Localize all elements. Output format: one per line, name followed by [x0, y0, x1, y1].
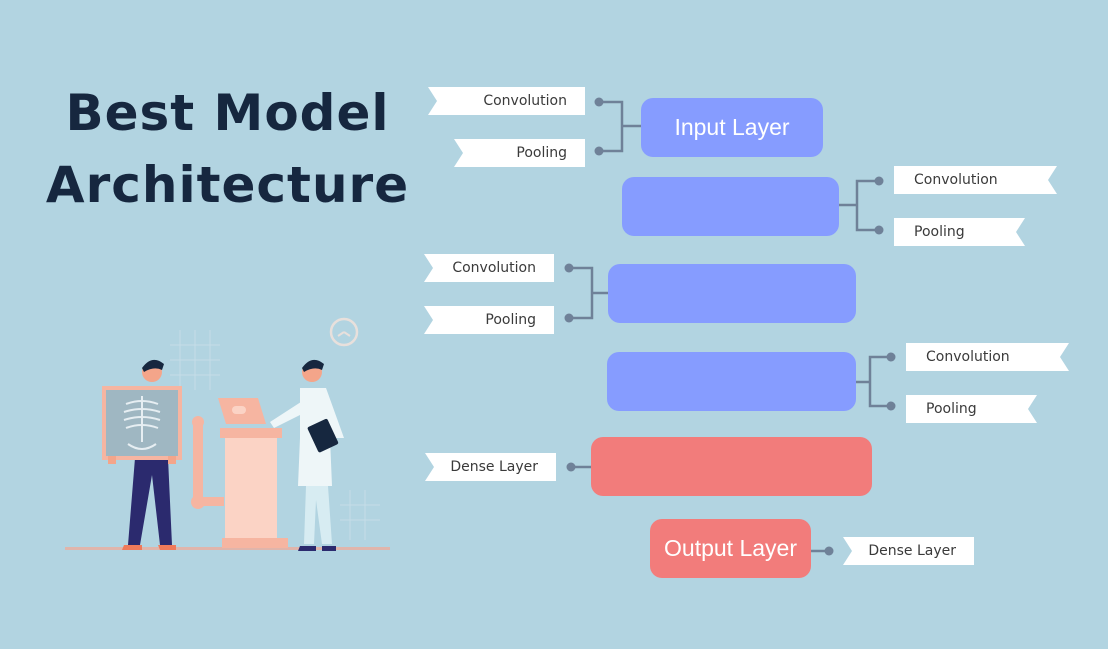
title-line-1: Best Model	[65, 84, 390, 142]
tag-pooling-1: Pooling	[454, 139, 585, 167]
output-layer-block: Output Layer	[650, 519, 811, 578]
doctor-figure	[270, 359, 344, 551]
tag-convolution-2: Convolution	[894, 166, 1057, 194]
tag-convolution-3: Convolution	[424, 254, 554, 282]
console-machine	[218, 398, 288, 548]
tag-dense-layer-2: Dense Layer	[843, 537, 974, 565]
tag-pooling-2: Pooling	[894, 218, 1025, 246]
tag-dense-layer-1: Dense Layer	[425, 453, 556, 481]
connector-input-layer	[599, 100, 642, 153]
hidden-layer-3-block	[607, 352, 856, 411]
tag-convolution-4: Convolution	[906, 343, 1069, 371]
connector-hidden-2	[569, 266, 609, 320]
tag-pooling-3: Pooling	[424, 306, 554, 334]
title-line-2: Architecture	[45, 156, 410, 214]
connector-hidden-1	[838, 179, 879, 232]
hidden-layer-2-block	[608, 264, 856, 323]
dense-layer-block	[591, 437, 872, 496]
clock-icon	[329, 317, 359, 347]
input-layer-block: Input Layer	[641, 98, 823, 157]
patient-figure	[102, 359, 182, 550]
hidden-layer-1-block	[622, 177, 839, 236]
xray-doctor-illustration	[65, 317, 390, 551]
tag-convolution-1: Convolution	[428, 87, 585, 115]
connector-hidden-3	[854, 355, 891, 408]
tag-pooling-4: Pooling	[906, 395, 1037, 423]
